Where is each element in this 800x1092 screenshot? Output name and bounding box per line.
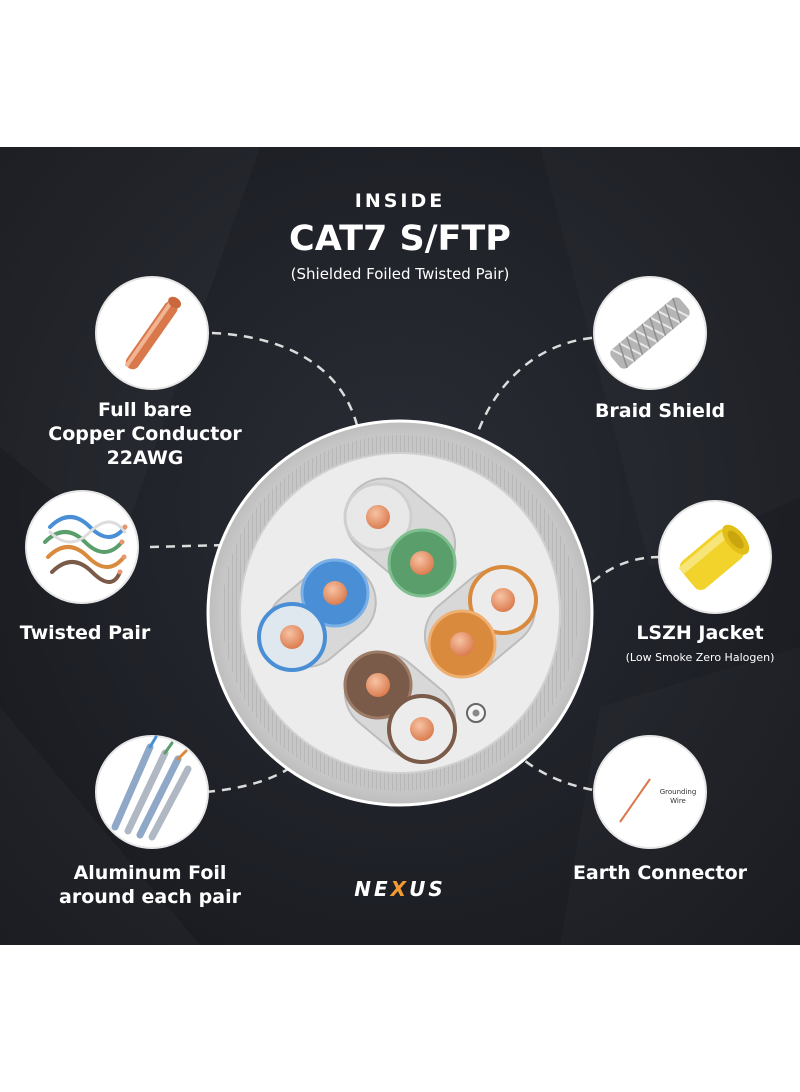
label-line: Copper Conductor (48, 423, 242, 445)
twisted-thumbnail (25, 490, 139, 604)
cable-diagram (25, 276, 772, 849)
label-line: Grounding (659, 788, 697, 796)
label-lszh-subtext: (Low Smoke Zero Halogen) (625, 651, 775, 664)
brand-part: NE (354, 877, 391, 901)
inner-filler (240, 453, 560, 773)
label-aluminum-foil: Aluminum Foil around each pair (40, 861, 260, 909)
brand-logo: NEXUS (330, 877, 470, 901)
label-copper-conductor: Full bare Copper Conductor 22AWG (40, 398, 250, 470)
page-title: CAT7 S/FTP (289, 219, 511, 259)
label-braid-shield: Braid Shield (594, 400, 726, 422)
copper-thumbnail (95, 276, 209, 390)
label-twisted-pair: Twisted Pair (19, 622, 151, 644)
pair-brown (343, 650, 457, 764)
label-line: Wire (670, 797, 686, 805)
cable-cross-section (206, 419, 594, 807)
pair-orange (423, 565, 538, 679)
lszh-thumbnail (658, 500, 772, 614)
earth-thumbnail (593, 735, 707, 849)
earth-wire (466, 703, 486, 723)
brand-accent: X (390, 877, 410, 901)
header-kicker: INSIDE (354, 190, 446, 212)
page-subtitle: (Shielded Foiled Twisted Pair) (290, 265, 510, 283)
diagram-panel: INSIDE CAT7 S/FTP (Shielded Foiled Twist… (0, 147, 800, 945)
pair-green (343, 477, 457, 598)
label-earth-connector: Earth Connector (572, 862, 748, 884)
label-lszh-jacket: LSZH Jacket (636, 622, 764, 644)
pair-blue (257, 558, 377, 672)
leader-copper (211, 331, 362, 440)
braid-thumbnail (593, 276, 707, 390)
brand-part: US (409, 877, 446, 901)
label-line: Aluminum Foil (73, 862, 227, 884)
label-line: Full bare (98, 399, 192, 421)
label-line: around each pair (59, 886, 241, 908)
grounding-wire-label: Grounding Wire (652, 788, 704, 806)
foil-thumbnail (95, 735, 209, 849)
label-line: 22AWG (106, 447, 184, 469)
